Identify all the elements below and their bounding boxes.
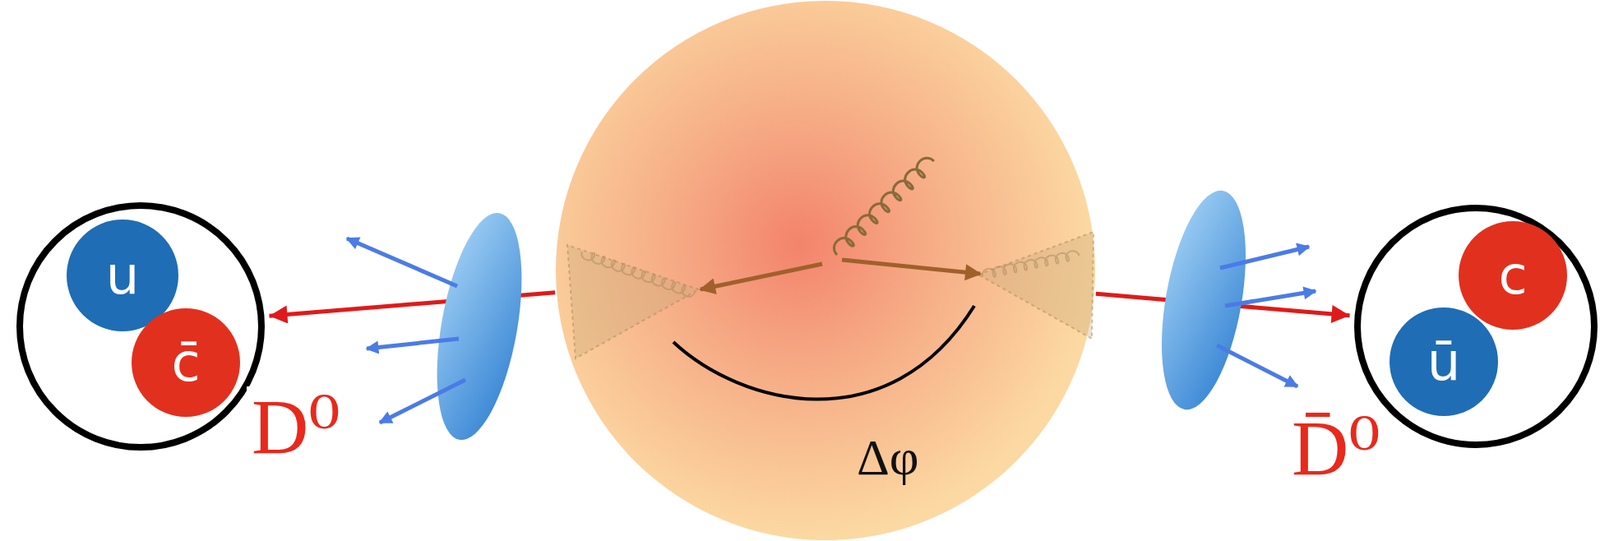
jet-cone xyxy=(567,245,699,359)
antiquark-circle-outline xyxy=(1389,307,1499,417)
meson-label-holder: D⁰ xyxy=(246,386,346,469)
hadron-arrow xyxy=(366,338,459,349)
quark-label: c xyxy=(1498,249,1527,302)
hadronization-blob xyxy=(1146,184,1260,417)
meson-circle: D⁰uc̄ xyxy=(16,202,265,451)
angle-arc xyxy=(673,305,975,400)
antiquark-circle-outline xyxy=(131,308,241,417)
quark-circle: u xyxy=(66,219,179,332)
parton-arrow xyxy=(700,263,823,290)
production-arrow xyxy=(268,292,555,316)
parton-arrow xyxy=(841,259,981,274)
angle-label: Δφ xyxy=(856,431,920,483)
meson-circle: D̄⁰cū xyxy=(1354,204,1598,449)
hadron-arrow xyxy=(1216,345,1298,387)
quark-label-holder: u xyxy=(66,219,179,332)
antiquark-circle: c̄ xyxy=(131,308,241,417)
quark-circle: c xyxy=(1458,221,1568,330)
hadronization-blob xyxy=(421,206,537,447)
quark-label: ū xyxy=(1427,335,1462,389)
meson-label-holder: D̄⁰ xyxy=(1286,407,1386,491)
hadron-arrow xyxy=(346,238,458,287)
collision-region-outline xyxy=(555,0,1096,541)
quark-label-holder: ū xyxy=(1389,307,1499,417)
meson-circle-outline xyxy=(19,205,262,448)
gluon-line xyxy=(830,153,938,259)
angle-label-holder: Δφ xyxy=(856,431,920,483)
hadron-arrow xyxy=(379,379,466,423)
antiquark-circle: ū xyxy=(1389,307,1499,417)
quark-label-holder: c xyxy=(1458,221,1568,330)
meson-label: D̄⁰ xyxy=(1286,407,1386,491)
collision-region-shape xyxy=(555,0,1096,541)
quark-label: u xyxy=(106,249,140,302)
hadron-arrow xyxy=(1220,246,1309,269)
jet-cone xyxy=(978,231,1094,339)
quark-label-holder: c̄ xyxy=(131,308,241,417)
gluon-line xyxy=(980,249,1080,280)
hadron-arrow xyxy=(1225,291,1316,306)
collision-region: Δφ xyxy=(555,0,1096,541)
production-arrow xyxy=(1095,293,1351,316)
meson-circle-outline xyxy=(1357,208,1595,445)
quark-circle-outline xyxy=(1458,221,1568,330)
quark-label: c̄ xyxy=(171,336,200,389)
meson-label: D⁰ xyxy=(246,386,346,469)
gluon-line xyxy=(579,249,696,300)
